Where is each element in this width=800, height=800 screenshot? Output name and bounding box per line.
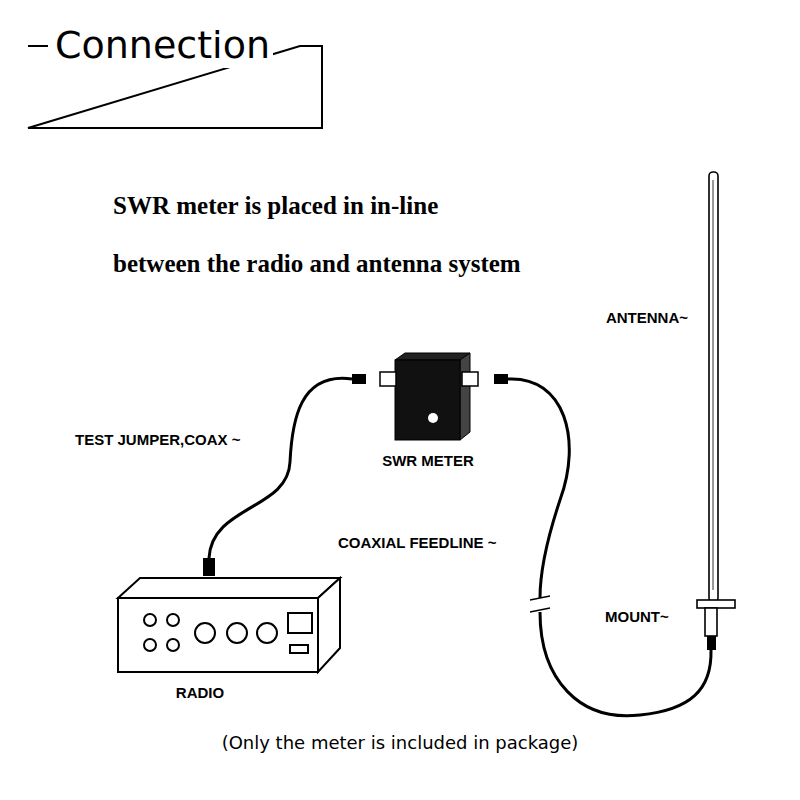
- diagram-title: Connection: [52, 24, 273, 68]
- radio-connector: [203, 558, 215, 576]
- test-jumper-cable: [209, 378, 352, 558]
- feedline-cable: [540, 612, 711, 716]
- part-label: ANTENNA~: [604, 309, 690, 326]
- part-label: COAXIAL FEEDLINE ~: [336, 534, 499, 551]
- meter-top: [395, 353, 470, 360]
- radio-knob: [144, 639, 156, 651]
- break-mark: [530, 596, 550, 600]
- meter-jack-in: [380, 372, 396, 386]
- mount-body: [705, 608, 717, 636]
- antenna-line: [713, 180, 714, 590]
- radio-dial: [195, 623, 215, 643]
- feedline-cable: [508, 379, 569, 598]
- feedline-plug: [494, 374, 508, 384]
- part-label: RADIO: [174, 684, 226, 701]
- radio-knob: [167, 614, 179, 626]
- meter-knob: [428, 413, 438, 423]
- meter-front: [395, 360, 460, 440]
- meter-side: [460, 353, 470, 440]
- note-text: between the radio and antenna system: [113, 250, 521, 279]
- part-label: TEST JUMPER,COAX ~: [73, 431, 242, 448]
- note-text: SWR meter is placed in in-line: [113, 192, 438, 221]
- radio-switch: [290, 645, 308, 653]
- radio-knob: [167, 639, 179, 651]
- radio-display: [288, 613, 312, 633]
- radio-front: [118, 598, 318, 672]
- radio-knob: [144, 614, 156, 626]
- radio-dial: [257, 623, 277, 643]
- part-label: SWR METER: [380, 452, 476, 469]
- meter-jack-out: [462, 372, 478, 386]
- mount-plate: [697, 600, 735, 608]
- mount-connector: [707, 636, 716, 650]
- part-label: MOUNT~: [603, 608, 671, 625]
- break-mark: [530, 608, 550, 612]
- radio-side: [318, 578, 340, 672]
- radio-dial: [227, 623, 247, 643]
- jumper-plug: [352, 374, 366, 384]
- antenna-rod: [709, 172, 718, 602]
- radio-top: [118, 578, 340, 598]
- caption: (Only the meter is included in package): [222, 733, 579, 754]
